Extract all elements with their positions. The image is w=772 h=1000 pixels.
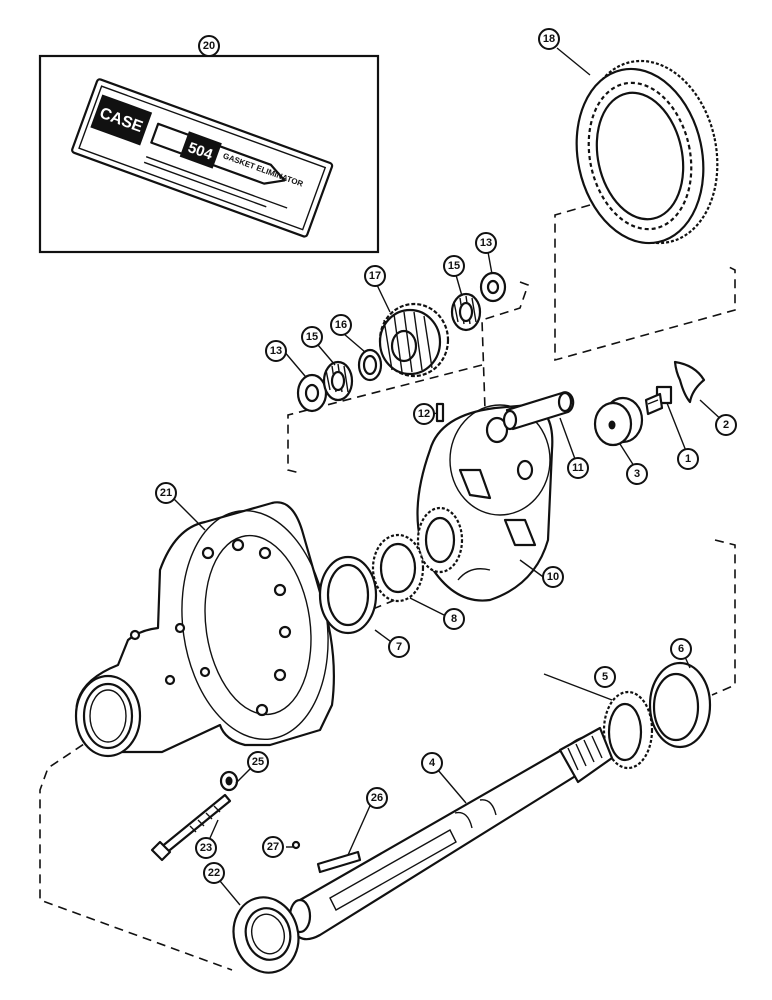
retainer-plate: [593, 396, 644, 447]
callout-11-label: 11: [572, 462, 584, 474]
callout-5-label: 5: [602, 671, 608, 683]
callout-1: 1: [677, 448, 699, 470]
bearing-cone-inner: [371, 533, 425, 603]
needle-bearing-right: [450, 292, 482, 332]
roll-pin: [435, 402, 445, 423]
callout-20-label: 20: [203, 40, 215, 52]
callout-21: 21: [155, 482, 177, 504]
axle-housing: [74, 501, 335, 758]
callout-18-label: 18: [543, 33, 555, 45]
bearing-cone-outer: [602, 690, 654, 770]
callout-6-label: 6: [678, 643, 684, 655]
callout-2: 2: [715, 414, 737, 436]
callout-26: 26: [366, 787, 388, 809]
callout-1-label: 1: [685, 453, 691, 465]
callout-22-label: 22: [208, 867, 220, 879]
callout-18: 18: [538, 28, 560, 50]
planet-pin: [502, 391, 575, 431]
ring-gear: [575, 59, 719, 245]
callout-21-label: 21: [160, 487, 172, 499]
callout-13-right: 13: [475, 232, 497, 254]
callout-17: 17: [364, 265, 386, 287]
callout-8-label: 8: [451, 613, 457, 625]
callout-26-label: 26: [371, 792, 383, 804]
callout-27-label: 27: [267, 841, 279, 853]
thrust-washer-right: [479, 271, 507, 303]
callout-8: 8: [443, 608, 465, 630]
callout-13-right-label: 13: [480, 237, 492, 249]
callout-23: 23: [195, 837, 217, 859]
axle-seal: [232, 896, 300, 974]
callout-4: 4: [421, 752, 443, 774]
callout-15-left: 15: [301, 326, 323, 348]
callout-13-left-label: 13: [270, 345, 282, 357]
callout-10-label: 10: [547, 571, 559, 583]
planet-gear: [378, 302, 450, 378]
housing-bolt: [150, 793, 232, 862]
callout-22: 22: [203, 862, 225, 884]
callout-27: 27: [262, 836, 284, 858]
callout-25: 25: [247, 751, 269, 773]
brand-logo-block: [90, 94, 153, 146]
callout-15-left-label: 15: [306, 331, 318, 343]
callout-2-label: 2: [723, 419, 729, 431]
needle-bearing-left: [322, 360, 354, 402]
callout-3-label: 3: [634, 468, 640, 480]
callout-6: 6: [670, 638, 692, 660]
housing-bolt-washer: [219, 770, 239, 792]
callout-20: 20: [198, 35, 220, 57]
ring-gear-assembly-guide: [554, 204, 736, 362]
retainer-bolt: [644, 385, 673, 416]
callout-12: 12: [413, 403, 435, 425]
planet-carrier: [416, 403, 554, 602]
planet-gear-assembly-guide: [287, 281, 530, 474]
sealant-package-inset: CASE 504 GASKET ELIMINATOR: [38, 54, 380, 254]
callout-15-right: 15: [443, 255, 465, 277]
callout-10: 10: [542, 566, 564, 588]
shaft-assembly-guide: [39, 539, 736, 971]
sealant-tube-package: CASE 504 GASKET ELIMINATOR: [71, 78, 334, 238]
callout-3: 3: [626, 463, 648, 485]
callout-16: 16: [330, 314, 352, 336]
callout-23-label: 23: [200, 842, 212, 854]
callout-13-left: 13: [265, 340, 287, 362]
lock-tab: [673, 360, 706, 404]
callout-17-label: 17: [369, 270, 381, 282]
callout-16-label: 16: [335, 319, 347, 331]
shaft-key: [316, 850, 362, 874]
callout-4-label: 4: [429, 757, 436, 769]
callout-12-label: 12: [418, 408, 430, 420]
callout-25-label: 25: [252, 756, 264, 768]
callout-7: 7: [388, 636, 410, 658]
axle-shaft: [288, 726, 614, 941]
bearing-cup-outer: [648, 661, 712, 749]
thrust-washer-left: [296, 373, 328, 413]
callout-7-label: 7: [396, 641, 402, 653]
callout-15-right-label: 15: [448, 260, 460, 272]
callout-11: 11: [567, 457, 589, 479]
detent-ball: [291, 840, 301, 850]
callout-5: 5: [594, 666, 616, 688]
bearing-cup-inner: [318, 555, 378, 635]
bearing-spacer: [357, 348, 383, 382]
